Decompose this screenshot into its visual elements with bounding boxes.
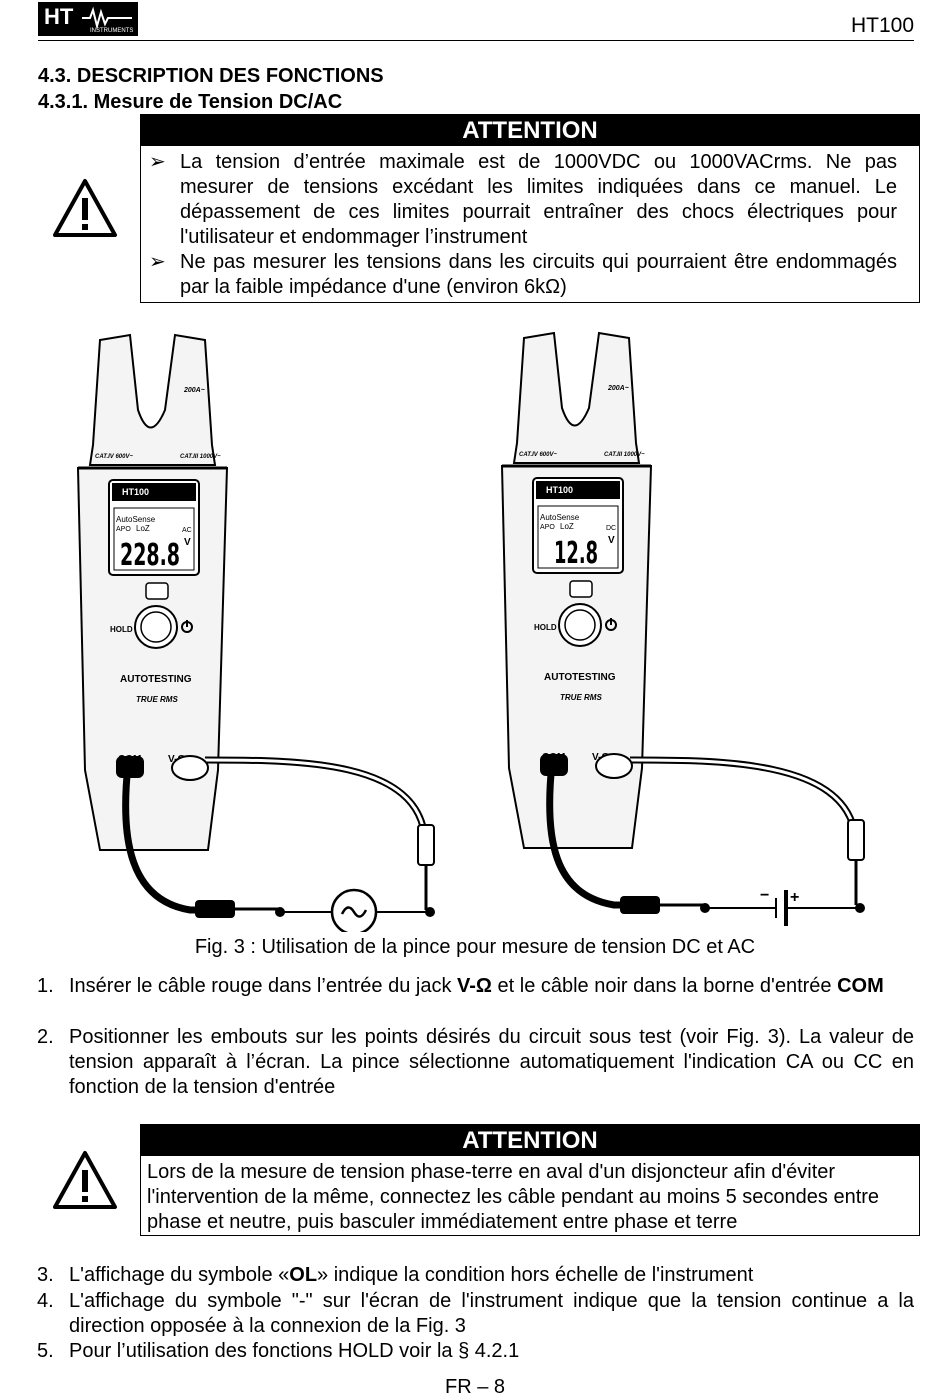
attention-title-1: ATTENTION — [141, 115, 919, 146]
ht-logo: HT INSTRUMENTS — [38, 2, 138, 36]
meter-autotest: AUTOTESTING — [544, 672, 616, 683]
attention-box-1: ATTENTION ➢La tension d’entrée maximale … — [140, 114, 920, 303]
logo-sub: INSTRUMENTS — [90, 28, 133, 34]
header-divider — [38, 40, 914, 41]
attention-box-2: ATTENTION Lors de la mesure de tension p… — [140, 1124, 920, 1236]
meter-type: AC — [182, 527, 192, 534]
model-name: HT100 — [850, 14, 914, 37]
test-leads-dc: − + — [540, 753, 865, 926]
meter-autotest: AUTOTESTING — [120, 674, 192, 685]
attention-bullet-1: ➢La tension d’entrée maximale est de 100… — [149, 151, 897, 248]
meter-loz: LoZ — [136, 524, 150, 533]
meter-model: HT100 — [546, 485, 573, 495]
warning-triangle-icon — [52, 1150, 118, 1210]
meter-loz: LoZ — [560, 522, 574, 531]
battery-minus: − — [760, 887, 769, 904]
meter-unit: V — [608, 535, 615, 546]
warning-triangle-icon — [52, 178, 118, 238]
meter-apo: APO — [540, 524, 555, 531]
battery-plus: + — [790, 889, 799, 906]
logo-text: HT — [44, 4, 74, 29]
meter-hold-label: HOLD — [534, 623, 557, 632]
meter-range: 200A~ — [183, 387, 205, 394]
battery-icon — [775, 890, 788, 926]
meter-cat1: CAT.IV 600V~ — [95, 454, 133, 460]
attention-title-2: ATTENTION — [141, 1125, 919, 1156]
meter-mode: AutoSense — [540, 513, 580, 522]
meter-model: HT100 — [122, 487, 149, 497]
subsection-heading: 4.3.1. Mesure de Tension DC/AC — [38, 91, 343, 113]
meter-reading: 12.8 — [554, 536, 598, 571]
meter-mode: AutoSense — [116, 515, 156, 524]
meter-cat2: CAT.III 1000V~ — [604, 452, 645, 458]
meter-trms: TRUE RMS — [136, 695, 178, 704]
figure-clamp-meters: HT100 AutoSense APO LoZ 228.8 V AC HOLD … — [0, 320, 950, 936]
meter-type: DC — [606, 525, 616, 532]
page-number: FR – 8 — [444, 1376, 506, 1398]
meter-trms: TRUE RMS — [560, 693, 602, 702]
meter-cat1: CAT.IV 600V~ — [519, 452, 557, 458]
attention-bullet-2: ➢Ne pas mesurer les tensions dans les ci… — [149, 251, 897, 298]
meter-cat2: CAT.III 1000V~ — [180, 454, 221, 460]
meter-unit: V — [184, 537, 191, 548]
meter-apo: APO — [116, 526, 131, 533]
test-leads-ac — [116, 755, 435, 936]
meter-reading: 228.8 — [120, 538, 180, 573]
section-heading: 4.3. DESCRIPTION DES FONCTIONS — [38, 65, 384, 87]
meter-range: 200A~ — [607, 385, 629, 392]
meter-hold-label: HOLD — [110, 625, 133, 634]
figure-caption: Fig. 3 : Utilisation de la pince pour me… — [194, 936, 756, 958]
attention-text-2: Lors de la mesure de tension phase-terre… — [147, 1161, 880, 1233]
